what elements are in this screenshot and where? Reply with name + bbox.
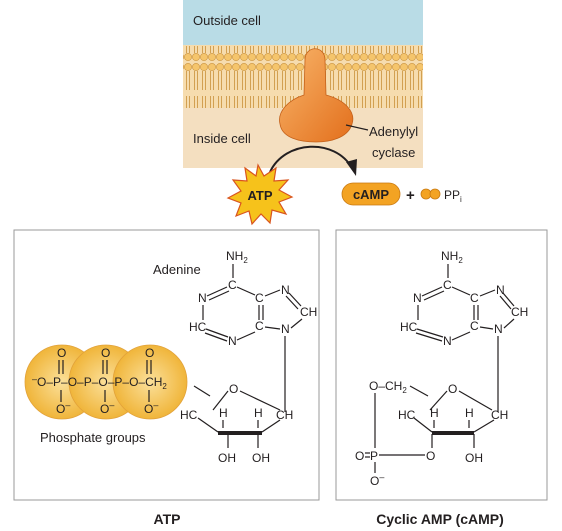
camp-structure-panel: NH2 C N C N CH HC C N N O–CH2 bbox=[335, 229, 548, 527]
atp-substrate-label: ATP bbox=[247, 188, 272, 203]
svg-text:N: N bbox=[413, 291, 422, 305]
svg-text:O: O bbox=[355, 449, 364, 463]
atp-structure-panel: Phosphate groups –O–P–O–P–O–P–O–CH2 O O … bbox=[13, 229, 320, 527]
svg-text:O: O bbox=[426, 449, 435, 463]
svg-text:CH: CH bbox=[511, 305, 528, 319]
adenylyl-cyclase-enzyme bbox=[279, 48, 354, 143]
svg-text:CH: CH bbox=[491, 408, 508, 422]
camp-product-pill bbox=[341, 182, 401, 206]
svg-text:CH: CH bbox=[300, 305, 317, 319]
svg-text:P: P bbox=[370, 449, 378, 463]
plus-sign: + bbox=[406, 187, 415, 204]
svg-text:N: N bbox=[281, 283, 290, 297]
svg-text:H: H bbox=[254, 406, 263, 420]
camp-product-label: cAMP bbox=[353, 187, 389, 202]
svg-text:N: N bbox=[228, 334, 237, 348]
svg-text:C: C bbox=[470, 291, 479, 305]
svg-text:N: N bbox=[496, 283, 505, 297]
svg-text:C: C bbox=[228, 278, 237, 292]
cell-membrane-panel: Outside cell Inside cell Adenylyl cyclas… bbox=[183, 0, 462, 226]
svg-text:O–CH2: O–CH2 bbox=[369, 379, 407, 395]
svg-text:C: C bbox=[443, 278, 452, 292]
svg-text:C: C bbox=[470, 319, 479, 333]
enzyme-label-line2: cyclase bbox=[372, 145, 415, 160]
adenine-label: Adenine bbox=[153, 262, 201, 277]
svg-text:C: C bbox=[255, 291, 264, 305]
svg-text:O: O bbox=[57, 346, 66, 360]
camp-ribose-cyclic-phosphate: O–CH2 O HC CH H H OH O P O O– bbox=[355, 379, 508, 488]
svg-text:–O–P–O–P–O–P–O–CH2: –O–P–O–P–O–P–O–CH2 bbox=[32, 374, 167, 391]
svg-text:HC: HC bbox=[180, 408, 198, 422]
svg-text:H: H bbox=[219, 406, 228, 420]
svg-text:OH: OH bbox=[218, 451, 236, 465]
camp-adenine-base: NH2 C N C N CH HC C N N bbox=[400, 249, 528, 412]
svg-text:H: H bbox=[430, 406, 439, 420]
svg-text:N: N bbox=[281, 322, 290, 336]
phosphate-circle-alpha bbox=[112, 344, 188, 420]
outside-cell-label: Outside cell bbox=[193, 13, 261, 28]
svg-text:N: N bbox=[494, 322, 503, 336]
enzyme-label-leader bbox=[345, 124, 369, 131]
camp-caption: Cyclic AMP (cAMP) bbox=[376, 511, 504, 527]
reaction-arrow bbox=[269, 145, 353, 173]
svg-text:N: N bbox=[198, 291, 207, 305]
svg-text:C: C bbox=[255, 319, 264, 333]
pyrophosphate-label: PPi bbox=[444, 188, 462, 204]
svg-text:O: O bbox=[101, 346, 110, 360]
svg-text:NH2: NH2 bbox=[226, 249, 248, 265]
svg-text:NH2: NH2 bbox=[441, 249, 463, 265]
svg-text:OH: OH bbox=[465, 451, 483, 465]
svg-text:HC: HC bbox=[400, 320, 418, 334]
atp-adenine-base: Adenine NH2 C N C N CH HC C N N bbox=[153, 249, 317, 412]
atp-caption: ATP bbox=[154, 511, 181, 527]
svg-text:HC: HC bbox=[189, 320, 207, 334]
svg-text:OH: OH bbox=[252, 451, 270, 465]
pyrophosphate-icon-2 bbox=[429, 188, 441, 200]
enzyme-label-line1: Adenylyl bbox=[369, 124, 418, 139]
camp-panel-frame bbox=[335, 229, 548, 501]
inside-cell-label: Inside cell bbox=[193, 131, 251, 146]
outside-cell-region bbox=[183, 0, 423, 48]
atp-burst-icon bbox=[226, 163, 294, 226]
svg-text:N: N bbox=[443, 334, 452, 348]
reaction-arrowhead bbox=[346, 159, 357, 176]
phosphate-groups-label: Phosphate groups bbox=[40, 430, 146, 445]
svg-text:O: O bbox=[448, 382, 457, 396]
svg-text:HC: HC bbox=[398, 408, 416, 422]
svg-text:O: O bbox=[145, 346, 154, 360]
pyrophosphate-icon-1 bbox=[420, 188, 432, 200]
atp-ribose-sugar: O HC CH H H OH OH bbox=[180, 382, 293, 465]
svg-text:CH: CH bbox=[276, 408, 293, 422]
svg-text:O: O bbox=[229, 382, 238, 396]
svg-text:H: H bbox=[465, 406, 474, 420]
